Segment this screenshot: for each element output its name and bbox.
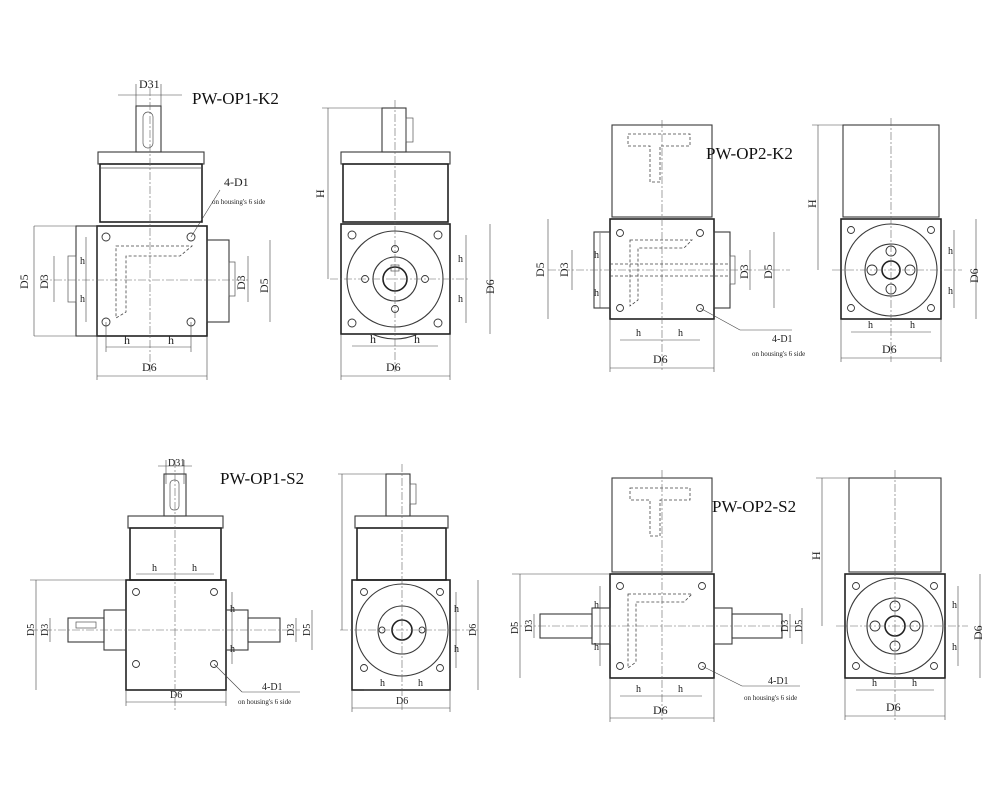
op1-s2-d31: D31: [168, 458, 185, 469]
op2-k2-h-h2: h: [678, 328, 683, 339]
op2-s2-bolt-spec: 4-D1: [768, 676, 789, 687]
op1-s2s-h-v2: h: [454, 644, 459, 655]
op2-k2-h-h1: h: [636, 328, 641, 339]
op2-s2-h-v2: h: [594, 642, 599, 653]
op2-k2s-h-v2: h: [948, 286, 953, 297]
op1-s2-d5-left: D5: [26, 624, 37, 636]
op2-s2s-h-h2: h: [912, 678, 917, 689]
op2-k2-h-v1: h: [594, 250, 599, 261]
op2-s2s-h-h1: h: [872, 678, 877, 689]
op1-k2-front-view: PW-OP1-K2 D31 D5 D3 D3: [17, 77, 279, 380]
op2-k2s-h-v1: h: [948, 246, 953, 257]
op1-k2-h-v2: h: [80, 294, 85, 305]
op2-k2-side-view: H h h D6 h h D6: [805, 118, 981, 362]
op2-s2s-d6-v: D6: [971, 625, 985, 640]
op1-k2-h-v1: h: [80, 256, 85, 267]
op2-k2-d3-right: D3: [737, 264, 751, 279]
op1-k2-title: PW-OP1-K2: [192, 89, 279, 108]
op1-s2-bolt-note: on housing's 6 side: [238, 698, 291, 706]
op2-s2-H: H: [809, 551, 823, 560]
op1-s2s-d6: D6: [396, 696, 408, 707]
op2-k2-title: PW-OP2-K2: [706, 144, 793, 163]
op1-k2-bolt-spec: 4-D1: [224, 175, 249, 189]
op1-s2-bolt-spec: 4-D1: [262, 682, 283, 693]
op2-k2s-d6-v: D6: [967, 268, 981, 283]
op1-s2-h-v1: h: [230, 604, 235, 615]
op2-s2-side-view: H h h D6 h h D6: [809, 470, 985, 722]
op1-k2s-d6: D6: [386, 360, 401, 374]
op2-s2-h-v1: h: [594, 600, 599, 611]
op2-s2-front-view: PW-OP2-S2 D5 D3 h h D3 D5 h h D6 4-D1 on…: [510, 470, 805, 722]
op2-k2-front-view: PW-OP2-K2 D5 D3 h h D3 D5 h h D6 4-D1 on…: [533, 120, 805, 372]
op1-s2-side-view: h h D6 h h D6: [338, 464, 480, 712]
op1-k2-side-view: H h h D6 h h D6: [313, 100, 497, 380]
op2-k2s-h-h2: h: [910, 320, 915, 331]
op1-k2s-d6-v: D6: [483, 279, 497, 294]
op1-k2-d5-left: D5: [17, 274, 31, 289]
op1-k2-d3-left: D3: [37, 274, 51, 289]
op2-s2s-d6: D6: [886, 700, 901, 714]
op2-s2-h-h1: h: [636, 684, 641, 695]
op1-k2-d6: D6: [142, 360, 157, 374]
op1-k2-d3-right: D3: [234, 275, 248, 290]
op1-s2-d6: D6: [170, 690, 182, 701]
op2-s2-d5-left: D5: [510, 622, 521, 634]
op2-k2s-d6: D6: [882, 342, 897, 356]
op2-s2-d6: D6: [653, 703, 668, 717]
op1-s2-h-h1: h: [152, 563, 157, 574]
op2-k2-d3-left: D3: [557, 262, 571, 277]
op2-s2s-h-v2: h: [952, 642, 957, 653]
op2-s2-d3-left: D3: [524, 620, 535, 632]
op2-s2-h-h2: h: [678, 684, 683, 695]
op2-s2-title: PW-OP2-S2: [712, 497, 796, 516]
op2-k2-h-v2: h: [594, 288, 599, 299]
op1-k2s-h-v2: h: [458, 294, 463, 305]
op1-s2s-d6-v: D6: [468, 624, 479, 636]
op1-k2-H: H: [313, 189, 327, 198]
op1-k2-h-h1: h: [124, 333, 130, 347]
op1-s2s-h-h1: h: [380, 678, 385, 689]
op1-s2-h-v2: h: [230, 644, 235, 655]
op2-s2-d5-right: D5: [794, 620, 805, 632]
op1-s2s-h-h2: h: [418, 678, 423, 689]
op2-k2s-h-h1: h: [868, 320, 873, 331]
op2-s2s-h-v1: h: [952, 600, 957, 611]
op1-k2s-h-h1: h: [370, 332, 376, 346]
op1-k2s-h-v1: h: [458, 254, 463, 265]
op2-s2-d3-right: D3: [780, 620, 791, 632]
op1-s2-front-view: PW-OP1-S2 D31 D5 D3 h h D3 D5 h h: [26, 458, 313, 712]
op1-s2s-h-v1: h: [454, 604, 459, 615]
op1-k2-bolt-note: on housing's 6 side: [212, 198, 265, 206]
op2-s2-bolt-note: on housing's 6 side: [744, 694, 797, 702]
op2-k2-bolt-note: on housing's 6 side: [752, 350, 805, 358]
op1-k2-d31-label: D31: [139, 77, 160, 91]
op1-k2s-h-h2: h: [414, 332, 420, 346]
op2-k2-d5-right: D5: [761, 264, 775, 279]
op2-k2-H: H: [805, 199, 819, 208]
op1-s2-d5-right: D5: [302, 624, 313, 636]
op2-k2-bolt-spec: 4-D1: [772, 334, 793, 345]
op1-k2-h-h2: h: [168, 333, 174, 347]
op2-k2-d5-left: D5: [533, 262, 547, 277]
op1-s2-h-h2: h: [192, 563, 197, 574]
op1-s2-d3-left: D3: [40, 624, 51, 636]
op1-k2-d5-right: D5: [257, 278, 271, 293]
op1-s2-d3-right: D3: [286, 624, 297, 636]
op1-s2-title: PW-OP1-S2: [220, 469, 304, 488]
op2-k2-d6: D6: [653, 352, 668, 366]
